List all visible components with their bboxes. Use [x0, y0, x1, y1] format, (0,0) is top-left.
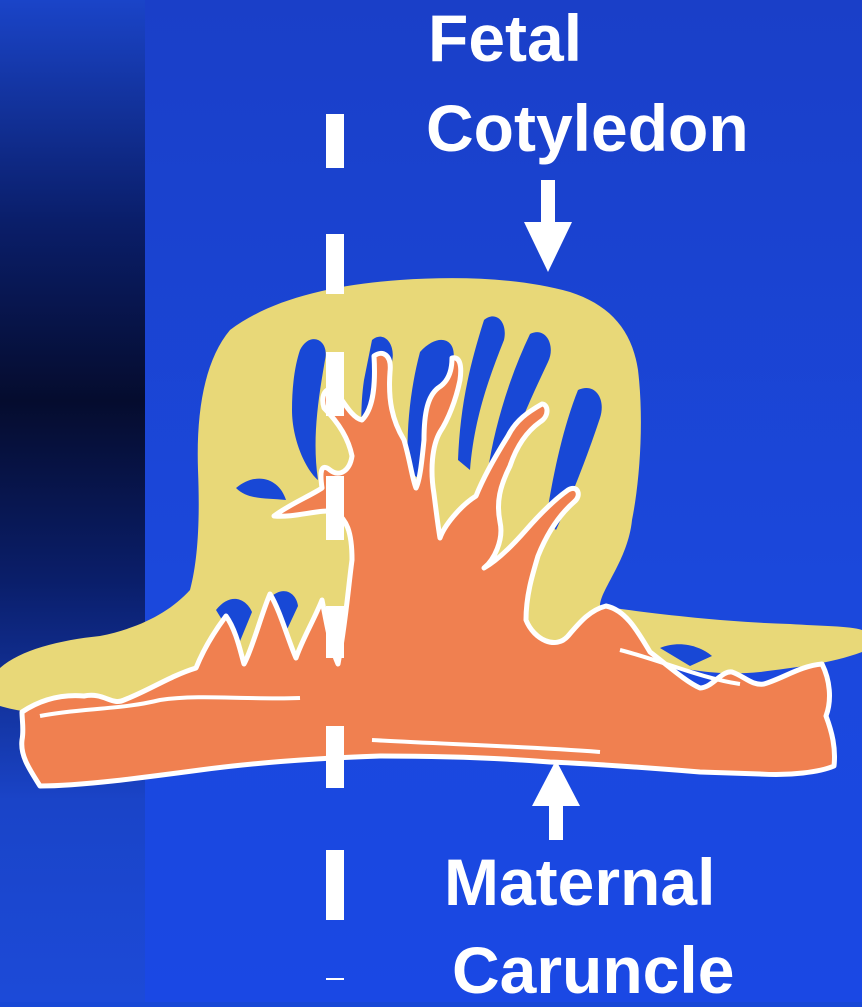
- maternal-label-line2: Caruncle: [452, 934, 734, 1006]
- maternal-caruncle-shape: [22, 353, 835, 786]
- fetal-pointer-arrow: [524, 180, 572, 272]
- fetal-label-line2: Cotyledon: [426, 92, 749, 164]
- maternal-pointer-arrow: [532, 760, 580, 840]
- maternal-label-line1: Maternal: [444, 846, 715, 918]
- fetal-label-line1: Fetal: [428, 2, 582, 74]
